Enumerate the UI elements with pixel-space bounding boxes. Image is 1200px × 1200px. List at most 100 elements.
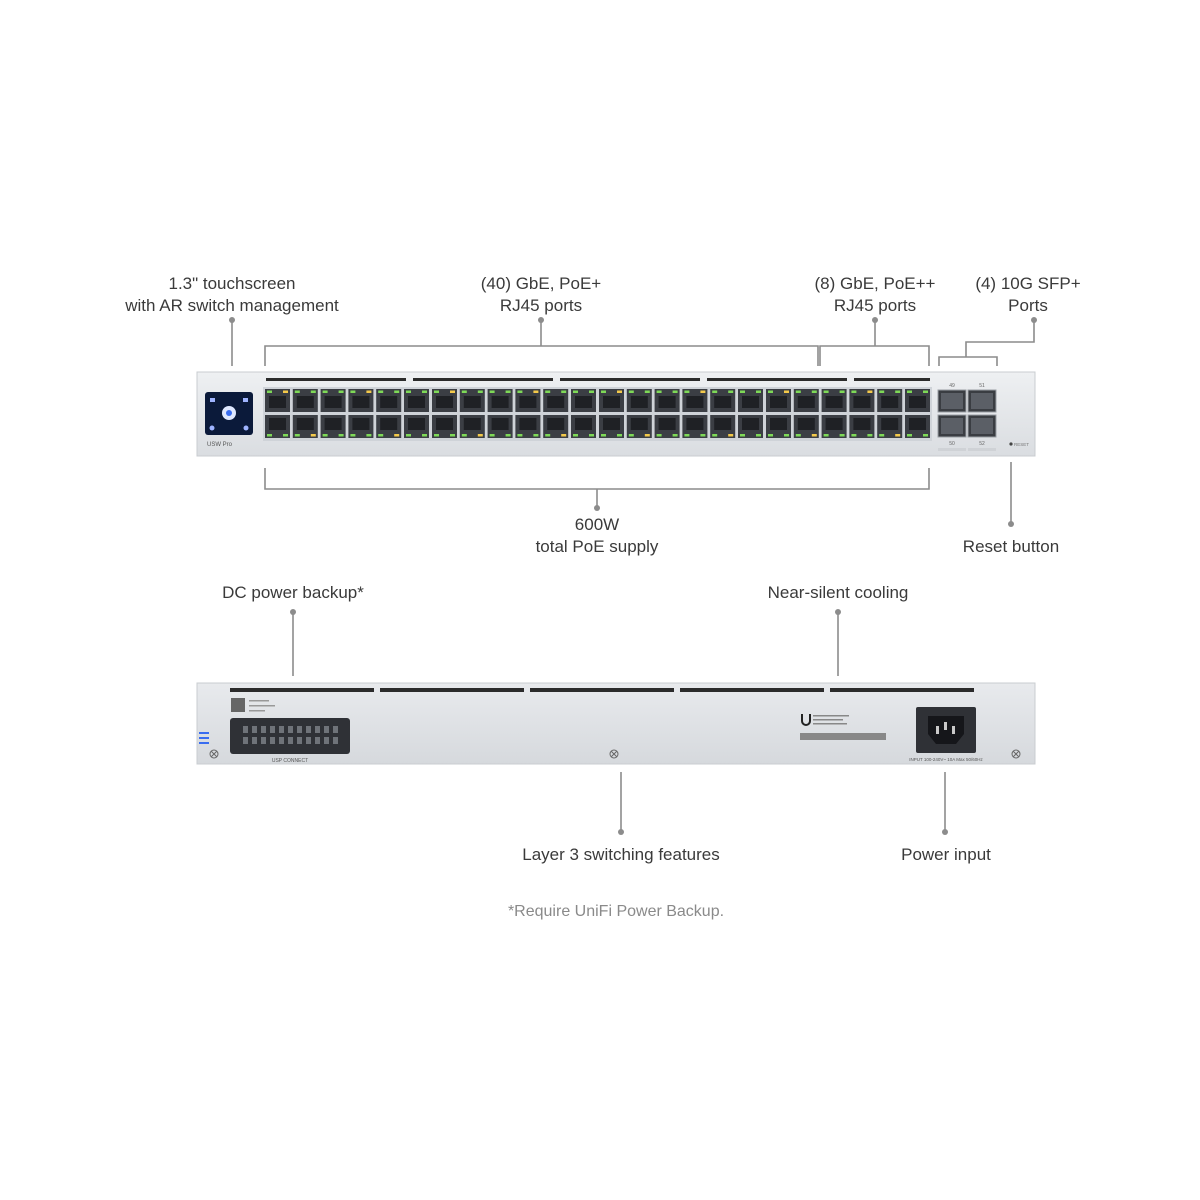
rj45-port-socket	[714, 418, 732, 430]
port-led	[489, 434, 495, 437]
cooling-label: Near-silent cooling	[738, 582, 938, 604]
power-spec-text: INPUT 100-240V~ 10A Max 50/60Hz	[909, 757, 983, 762]
port-led	[907, 390, 912, 393]
footnote: *Require UniFi Power Backup.	[507, 903, 725, 920]
port-led	[684, 390, 690, 393]
port-led	[795, 390, 801, 393]
port-led	[561, 434, 567, 437]
sfp-cages: 49 51 50 52	[937, 383, 997, 451]
poe-plusplus-ports-label-line2: RJ45 ports	[833, 296, 917, 315]
port-led	[350, 434, 356, 437]
sfp-ports-label-line1: (4) 10G SFP+	[975, 274, 1081, 293]
qr-code	[231, 698, 245, 712]
touchscreen-center-dot	[226, 410, 232, 416]
dc-pin	[306, 726, 311, 733]
port-group	[764, 387, 932, 441]
port-led	[573, 434, 578, 437]
port-led	[310, 390, 316, 393]
rj45-port-socket	[603, 396, 620, 408]
dc-pin	[279, 726, 284, 733]
port-led	[728, 390, 734, 393]
callout-lines	[231, 320, 1035, 832]
sfp-ports-label: (4) 10G SFP+ Ports	[958, 273, 1098, 317]
reset-button[interactable]	[1009, 442, 1013, 446]
rj45-port-socket	[825, 396, 843, 408]
port-led	[656, 390, 662, 393]
port-led	[394, 390, 400, 393]
port-led	[545, 390, 551, 393]
rj45-port-socket	[296, 418, 314, 430]
poe-plus-ports-label: (40) GbE, PoE+ RJ45 ports	[441, 273, 641, 317]
port-led	[907, 434, 912, 437]
port-led	[322, 434, 328, 437]
port-led	[617, 434, 622, 437]
layer3-label-text: Layer 3 switching features	[522, 845, 720, 864]
dc-backup-label-text: DC power backup*	[222, 583, 364, 602]
sfp-label-50: 50	[949, 441, 955, 447]
port-led	[728, 434, 734, 437]
port-led	[589, 434, 594, 437]
port-led	[294, 390, 300, 393]
port-led	[867, 390, 873, 393]
port-led	[811, 390, 817, 393]
rj45-port-socket	[269, 396, 286, 408]
port-led	[589, 390, 594, 393]
rj45-port-socket	[408, 418, 425, 430]
reset-text: RESET	[1014, 442, 1029, 447]
port-led	[768, 434, 773, 437]
port-led	[895, 390, 901, 393]
port-led	[450, 390, 455, 393]
port-led	[700, 390, 706, 393]
port-led	[644, 390, 650, 393]
rj45-port-socket	[686, 396, 704, 408]
port-led	[851, 390, 857, 393]
touchscreen-label-line1: 1.3" touchscreen	[168, 274, 296, 293]
front-top-strips	[266, 378, 930, 381]
sfp-bar-right	[968, 448, 996, 451]
dc-pin	[243, 726, 248, 733]
port-led	[283, 390, 288, 393]
rj45-port-socket	[269, 418, 286, 430]
rj45-port-socket	[630, 396, 648, 408]
port-led	[422, 434, 427, 437]
port-led	[350, 390, 356, 393]
dc-pin	[333, 726, 338, 733]
poe-plusplus-ports-label: (8) GbE, PoE++ RJ45 ports	[775, 273, 975, 317]
rj45-port-socket	[547, 418, 565, 430]
port-led	[477, 390, 483, 393]
dc-pin	[288, 737, 293, 744]
port-led	[756, 390, 761, 393]
port-led	[434, 390, 439, 393]
port-led	[656, 434, 662, 437]
port-led	[461, 434, 467, 437]
port-led	[310, 434, 316, 437]
port-led	[672, 434, 678, 437]
rj45-port-socket	[436, 396, 453, 408]
sfp-inner-49	[941, 393, 963, 409]
dc-pin	[279, 737, 284, 744]
port-led	[533, 434, 539, 437]
sfp-ports-label-line2: Ports	[1008, 296, 1048, 315]
port-led	[700, 434, 706, 437]
poe-plus-ports-label-line1: (40) GbE, PoE+	[480, 274, 602, 293]
touchscreen-label: 1.3" touchscreen with AR switch manageme…	[112, 273, 352, 317]
dc-pin	[252, 737, 257, 744]
dc-pin	[324, 737, 329, 744]
port-led	[283, 434, 288, 437]
port-led	[644, 434, 650, 437]
rj45-port-socket	[463, 418, 481, 430]
port-led	[461, 390, 467, 393]
sfp-label-49: 49	[949, 383, 955, 389]
rj45-port-socket	[742, 418, 759, 430]
port-led	[477, 434, 483, 437]
port-led	[517, 434, 523, 437]
port-led	[879, 434, 885, 437]
dc-backup-connector[interactable]	[230, 718, 350, 754]
port-led	[378, 434, 384, 437]
port-led	[422, 390, 427, 393]
dc-pin	[324, 726, 329, 733]
rj45-port-socket	[352, 396, 370, 408]
rj45-port-socket	[714, 396, 732, 408]
sfp-inner-51	[971, 393, 993, 409]
port-led	[434, 434, 439, 437]
